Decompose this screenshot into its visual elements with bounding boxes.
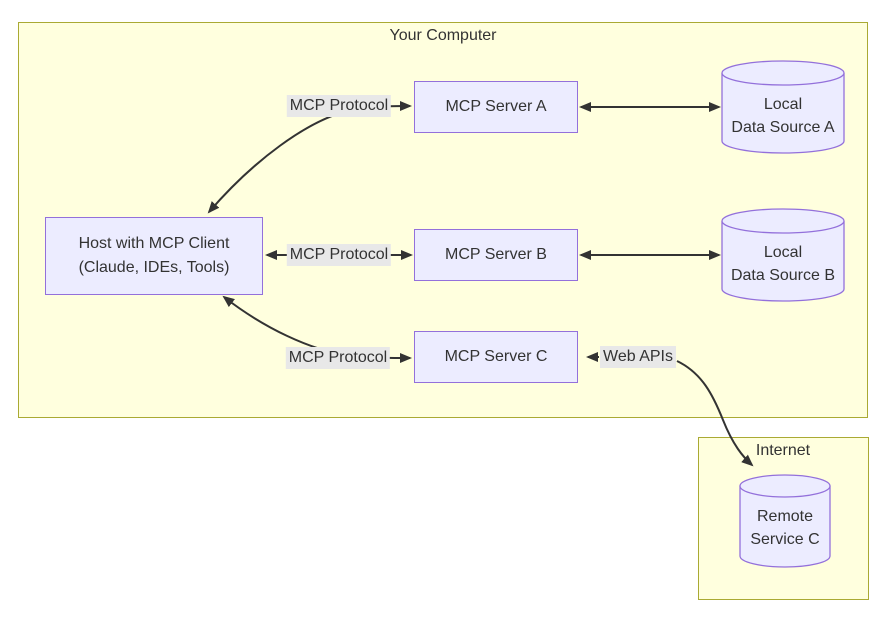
source-b-line1: Local <box>763 244 803 261</box>
local-data-source-b-label: Local Data Source B <box>722 241 844 287</box>
source-b-line2: Data Source B <box>730 267 836 284</box>
mcp-protocol-label-c: MCP Protocol <box>285 347 391 369</box>
remote-c-line2: Service C <box>750 531 820 548</box>
local-data-source-b-cylinder <box>721 208 845 302</box>
edge-webapis-remote-c <box>676 360 754 467</box>
mcp-server-b-label: MCP Server B <box>445 246 547 263</box>
local-data-source-a-label: Local Data Source A <box>722 93 844 139</box>
source-a-line1: Local <box>763 96 803 113</box>
mcp-server-a-node: MCP Server A <box>414 81 578 133</box>
source-a-line2: Data Source A <box>731 119 835 136</box>
local-data-source-a-cylinder <box>721 60 845 154</box>
host-node: Host with MCP Client (Claude, IDEs, Tool… <box>45 217 263 295</box>
host-label-line2: (Claude, IDEs, Tools) <box>78 259 230 276</box>
remote-c-line1: Remote <box>756 508 814 525</box>
mcp-server-b-node: MCP Server B <box>414 229 578 281</box>
your-computer-label: Your Computer <box>389 27 497 44</box>
remote-service-c-label: Remote Service C <box>740 505 830 551</box>
internet-label: Internet <box>755 442 811 459</box>
mcp-server-c-label: MCP Server C <box>444 348 548 365</box>
mcp-protocol-label-b: MCP Protocol <box>286 244 392 266</box>
edge-host-server-a <box>207 101 412 214</box>
mcp-server-a-label: MCP Server A <box>445 98 547 115</box>
web-apis-label: Web APIs <box>600 346 676 368</box>
host-label-line1: Host with MCP Client <box>78 235 230 252</box>
mcp-server-c-node: MCP Server C <box>414 331 578 383</box>
remote-service-c-cylinder <box>739 474 831 568</box>
mcp-protocol-label-a: MCP Protocol <box>286 95 392 117</box>
